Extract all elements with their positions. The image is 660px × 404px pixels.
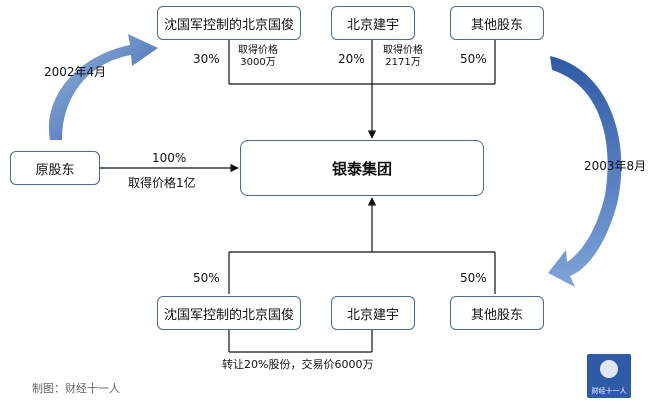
bottom-owner-label-others: 其他股东 [470, 307, 523, 323]
top-price-jianyu-line2: 2171万 [385, 57, 421, 68]
transfer-note: 转让20%股份，交易价6000万 [222, 358, 374, 371]
date-label-2003: 2003年8月 [584, 159, 647, 173]
top-price-guojun: 取得价格 3000万 [238, 45, 278, 69]
bottom-owner-label-jianyu: 北京建宇 [346, 307, 399, 323]
left-price: 取得价格1亿 [128, 176, 196, 190]
top-price-guojun-line1: 取得价格 [238, 45, 278, 56]
bottom-owner-label-guojun: 沈国军控制的北京国俊 [163, 307, 294, 323]
top-connectors [228, 40, 496, 139]
top-owner-label-others: 其他股东 [470, 17, 523, 33]
top-owner-box-guojun: 沈国军控制的北京国俊 [157, 6, 301, 40]
bottom-owner-box-others: 其他股东 [450, 296, 544, 330]
curved-arrow-2002 [48, 34, 158, 140]
top-owner-box-jianyu: 北京建宇 [331, 6, 415, 40]
original-holder-box: 原股东 [10, 151, 100, 185]
top-pct-jianyu: 20% [338, 52, 365, 66]
top-price-jianyu: 取得价格 2171万 [383, 45, 423, 69]
bottom-connectors [228, 197, 496, 353]
top-owner-box-others: 其他股东 [450, 6, 544, 40]
top-owner-label-guojun: 沈国军控制的北京国俊 [163, 17, 294, 33]
original-holder-label: 原股东 [35, 162, 75, 178]
bottom-pct-guojun: 50% [193, 271, 220, 285]
top-owner-label-jianyu: 北京建宇 [346, 17, 399, 33]
date-label-2002: 2002年4月 [44, 65, 107, 79]
credit-text: 制图：财经十一人 [32, 382, 120, 395]
left-pct: 100% [152, 151, 187, 165]
center-company-label: 银泰集团 [331, 159, 392, 178]
curved-arrow-2003 [548, 56, 622, 287]
top-pct-guojun: 30% [193, 52, 220, 66]
bottom-owner-box-guojun: 沈国军控制的北京国俊 [157, 296, 301, 330]
center-company-box: 银泰集团 [240, 140, 484, 196]
bottom-pct-others: 50% [460, 271, 487, 285]
globe-icon [600, 360, 618, 378]
bottom-owner-box-jianyu: 北京建宇 [331, 296, 415, 330]
logo-text: 财经十一人 [591, 387, 627, 395]
top-pct-others: 50% [460, 52, 487, 66]
caijing-logo: 财经十一人 [587, 354, 631, 398]
top-price-jianyu-line1: 取得价格 [383, 45, 423, 56]
top-price-guojun-line2: 3000万 [240, 57, 276, 68]
